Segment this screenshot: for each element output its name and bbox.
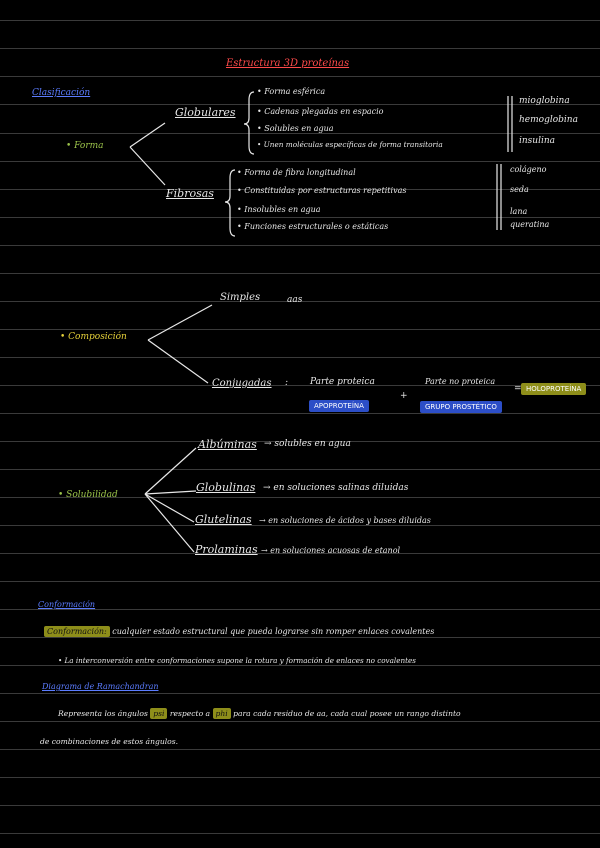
ruled-line xyxy=(0,385,600,386)
solubilidad-desc: → en soluciones salinas diluidas xyxy=(263,483,409,493)
ramachandran-text: Representa los ángulos xyxy=(58,709,148,718)
ruled-line xyxy=(0,805,600,806)
globulares-item: • Forma esférica xyxy=(257,87,326,96)
ramachandran-line-1: Representa los ángulos psi respecto a ph… xyxy=(58,708,461,719)
fibrosas-example: colágeno xyxy=(510,165,547,174)
solubilidad-desc: → en soluciones de ácidos y bases diluid… xyxy=(259,516,431,525)
fibrosas-example: queratina xyxy=(510,220,550,229)
ruled-line xyxy=(0,749,600,750)
parte-proteica: Parte proteica xyxy=(310,377,375,387)
fibrosas-item: • Funciones estructurales o estáticas xyxy=(237,222,389,231)
ramachandran-text: respecto a xyxy=(169,709,211,718)
solubilidad-name: Prolaminas xyxy=(195,543,258,556)
forma-label: • Forma xyxy=(66,141,104,151)
composicion-label: • Composición xyxy=(60,332,127,342)
ruled-line xyxy=(0,329,600,330)
page-title: Estructura 3D proteínas xyxy=(226,58,350,69)
ruled-line xyxy=(0,161,600,162)
solubilidad-name: Globulinas xyxy=(196,481,256,494)
conformacion-note: • La interconversión entre conformacione… xyxy=(58,656,416,665)
globulares-label: Globulares xyxy=(175,106,236,119)
simples-note: aas xyxy=(287,295,303,305)
ruled-line xyxy=(0,665,600,666)
ruled-line xyxy=(0,48,600,49)
solubilidad-label: • Solubilidad xyxy=(58,490,118,500)
ruled-line xyxy=(0,301,600,302)
ruled-line xyxy=(0,721,600,722)
ruled-line xyxy=(0,525,600,526)
ruled-line xyxy=(0,217,600,218)
fibrosas-example: seda xyxy=(510,185,529,194)
section-heading-ramachandran: Diagrama de Ramachandran xyxy=(42,682,159,691)
equals-sign: = xyxy=(514,384,522,394)
ruled-line xyxy=(0,833,600,834)
ruled-line xyxy=(0,20,600,21)
ruled-line xyxy=(0,693,600,694)
ruled-line xyxy=(0,273,600,274)
globulares-item: • Solubles en agua xyxy=(257,124,334,133)
grupo-prostetico-badge: GRUPO PROSTÉTICO xyxy=(420,401,502,413)
ramachandran-text: para cada residuo de aa, cada cual posee… xyxy=(233,709,461,718)
fibrosas-example: lana xyxy=(510,207,528,216)
globulares-example: hemoglobina xyxy=(519,115,578,125)
conformacion-definition-line: Conformación: cualquier estado estructur… xyxy=(44,626,435,637)
ruled-line xyxy=(0,553,600,554)
ruled-line xyxy=(0,133,600,134)
parte-no-proteica: Parte no proteica xyxy=(425,377,496,386)
globulares-item: • Cadenas plegadas en espacio xyxy=(257,107,384,116)
ruled-line xyxy=(0,777,600,778)
solubilidad-desc: → en soluciones acuosas de etanol xyxy=(261,546,401,555)
ruled-line xyxy=(0,637,600,638)
ruled-line xyxy=(0,189,600,190)
ruled-line xyxy=(0,497,600,498)
simples-label: Simples xyxy=(220,292,261,303)
ruled-line xyxy=(0,357,600,358)
conformacion-term: Conformación: xyxy=(44,626,110,637)
ruled-line xyxy=(0,76,600,77)
plus-sign: + xyxy=(400,391,408,401)
ruled-line xyxy=(0,441,600,442)
section-heading-clasificacion: Clasificación xyxy=(32,88,91,98)
ruled-line xyxy=(0,413,600,414)
globulares-item: • Unen moléculas específicas de forma tr… xyxy=(257,140,443,149)
apoproteina-badge: APOPROTEÍNA xyxy=(309,400,369,412)
fibrosas-item: • Insolubles en agua xyxy=(237,205,321,214)
fibrosas-label: Fibrosas xyxy=(166,187,214,200)
ruled-line xyxy=(0,104,600,105)
ruled-line xyxy=(0,581,600,582)
conformacion-definition: cualquier estado estructural que pueda l… xyxy=(112,627,435,636)
fibrosas-item: • Forma de fibra longitudinal xyxy=(237,168,356,177)
solubilidad-name: Albúminas xyxy=(198,438,257,451)
ramachandran-line-2: de combinaciones de estos ángulos. xyxy=(40,737,179,746)
holoproteina-badge: HOLOPROTEÍNA xyxy=(521,383,587,395)
phi-highlight: phi xyxy=(212,708,231,719)
ruled-line xyxy=(0,469,600,470)
globulares-example: mioglobina xyxy=(519,96,570,106)
fibrosas-item: • Constituidas por estructuras repetitiv… xyxy=(237,186,407,195)
psi-highlight: psi xyxy=(150,708,168,719)
globulares-example: insulina xyxy=(519,136,556,146)
solubilidad-desc: → solubles en agua xyxy=(264,439,351,449)
conjugadas-label: Conjugadas xyxy=(212,378,272,389)
section-heading-conformacion: Conformación xyxy=(38,600,96,609)
conjugadas-colon: : xyxy=(285,378,289,388)
ruled-line xyxy=(0,245,600,246)
solubilidad-name: Glutelinas xyxy=(195,513,252,526)
ruled-line xyxy=(0,609,600,610)
